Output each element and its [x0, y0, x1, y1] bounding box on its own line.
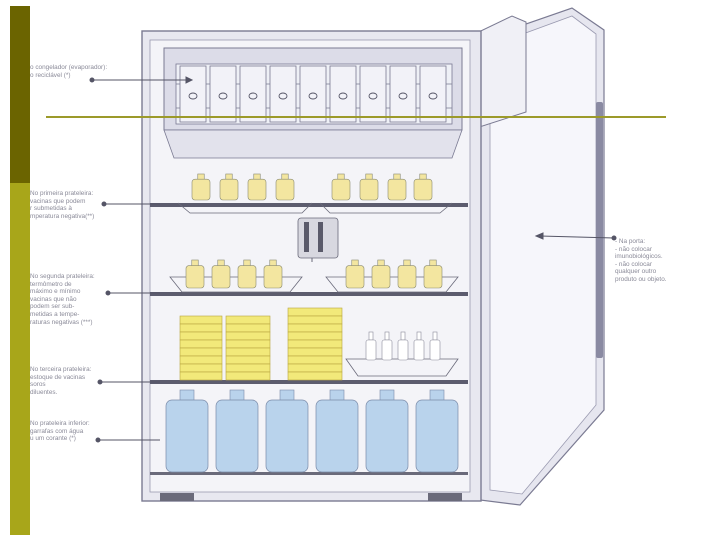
diluent-vial	[414, 340, 424, 360]
vaccine-bottle	[398, 266, 416, 288]
water-bottle	[316, 400, 358, 472]
vaccine-bottle	[360, 179, 378, 200]
vaccine-bottle-neck	[270, 260, 276, 266]
vaccine-bottle-neck	[366, 174, 372, 180]
water-bottle	[166, 400, 208, 472]
vaccine-bottle	[332, 179, 350, 200]
vaccine-box	[180, 372, 222, 380]
vaccine-box	[180, 356, 222, 364]
vaccine-box	[288, 332, 342, 340]
vaccine-bottle-neck	[430, 260, 436, 266]
vaccine-box	[288, 356, 342, 364]
vaccine-bottle-neck	[352, 260, 358, 266]
vaccine-box	[226, 364, 270, 372]
diluent-vial-neck	[401, 332, 405, 340]
diluent-vial-neck	[433, 332, 437, 340]
vaccine-bottle	[212, 266, 230, 288]
vaccine-box	[226, 324, 270, 332]
vaccine-bottle-neck	[282, 174, 288, 180]
water-bottle	[216, 400, 258, 472]
ice-pack	[240, 66, 266, 122]
vaccine-bottle-neck	[198, 174, 204, 180]
vaccine-bottle-neck	[378, 260, 384, 266]
vaccine-box	[288, 340, 342, 348]
diluent-vial-neck	[385, 332, 389, 340]
water-bottle	[416, 400, 458, 472]
vaccine-bottle	[424, 266, 442, 288]
vaccine-box	[226, 372, 270, 380]
vaccine-box	[180, 324, 222, 332]
water-bottle	[366, 400, 408, 472]
vaccine-bottle-neck	[394, 174, 400, 180]
vaccine-box	[226, 316, 270, 324]
vaccine-box	[226, 356, 270, 364]
vaccine-box	[180, 332, 222, 340]
vaccine-bottle-neck	[338, 174, 344, 180]
vaccine-box	[180, 316, 222, 324]
annotation-second-shelf: No segunda prateleira: termômetro de máx…	[30, 273, 140, 326]
annotation-bottom-shelf: No prateleira inferior: garrafas com águ…	[30, 420, 140, 443]
vaccine-bottle-neck	[404, 260, 410, 266]
door-handle	[596, 102, 603, 358]
vaccine-bottle	[414, 179, 432, 200]
vaccine-bottle-neck	[244, 260, 250, 266]
vaccine-box	[180, 340, 222, 348]
vaccine-bottle	[264, 266, 282, 288]
ice-pack-row	[180, 66, 446, 122]
ice-pack	[210, 66, 236, 122]
water-bottle	[266, 400, 308, 472]
vaccine-bottle	[220, 179, 238, 200]
vaccine-bottle	[276, 179, 294, 200]
ice-pack	[390, 66, 416, 122]
vaccine-box	[226, 340, 270, 348]
freezer-compartment	[164, 48, 462, 158]
thermometer-icon	[298, 218, 338, 262]
bottom-floor	[150, 472, 468, 475]
vaccine-bottle	[186, 266, 204, 288]
vaccine-box	[288, 372, 342, 380]
vaccine-bottle-neck	[254, 174, 260, 180]
accent-divider-line	[46, 116, 666, 118]
diluent-vial	[382, 340, 392, 360]
vaccine-bottle	[238, 266, 256, 288]
ice-pack	[300, 66, 326, 122]
diluent-vial	[366, 340, 376, 360]
vaccine-bottle	[192, 179, 210, 200]
ice-pack	[360, 66, 386, 122]
vaccine-box	[288, 308, 342, 316]
ice-pack	[420, 66, 446, 122]
annotation-third-shelf: No terceira prateleira: estoque de vacin…	[30, 366, 140, 396]
diluent-vial-neck	[369, 332, 373, 340]
annotation-door: - Na porta: - não colocar imunobiológico…	[615, 238, 715, 284]
vaccine-bottle-neck	[226, 174, 232, 180]
vaccine-bottle-neck	[192, 260, 198, 266]
vaccine-box	[288, 364, 342, 372]
vaccine-bottle	[372, 266, 390, 288]
ice-pack	[330, 66, 356, 122]
vaccine-box	[180, 348, 222, 356]
vaccine-bottle	[388, 179, 406, 200]
vaccine-bottle	[346, 266, 364, 288]
vaccine-bottle-neck	[218, 260, 224, 266]
vaccine-box	[226, 348, 270, 356]
diluent-vial	[430, 340, 440, 360]
diluent-vial-neck	[417, 332, 421, 340]
vaccine-box	[288, 324, 342, 332]
ice-pack	[180, 66, 206, 122]
vaccine-boxes	[180, 308, 342, 380]
annotation-first-shelf: No primeira prateleira: vacinas que pode…	[30, 190, 160, 220]
vaccine-bottle-neck	[420, 174, 426, 180]
vaccine-box	[180, 364, 222, 372]
vaccine-box	[288, 348, 342, 356]
diluent-vial	[398, 340, 408, 360]
ice-pack	[270, 66, 296, 122]
vaccine-box	[288, 316, 342, 324]
vaccine-box	[226, 332, 270, 340]
annotation-freezer: o congelador (evaporador): o reciclável …	[30, 64, 170, 79]
vaccine-bottle	[248, 179, 266, 200]
